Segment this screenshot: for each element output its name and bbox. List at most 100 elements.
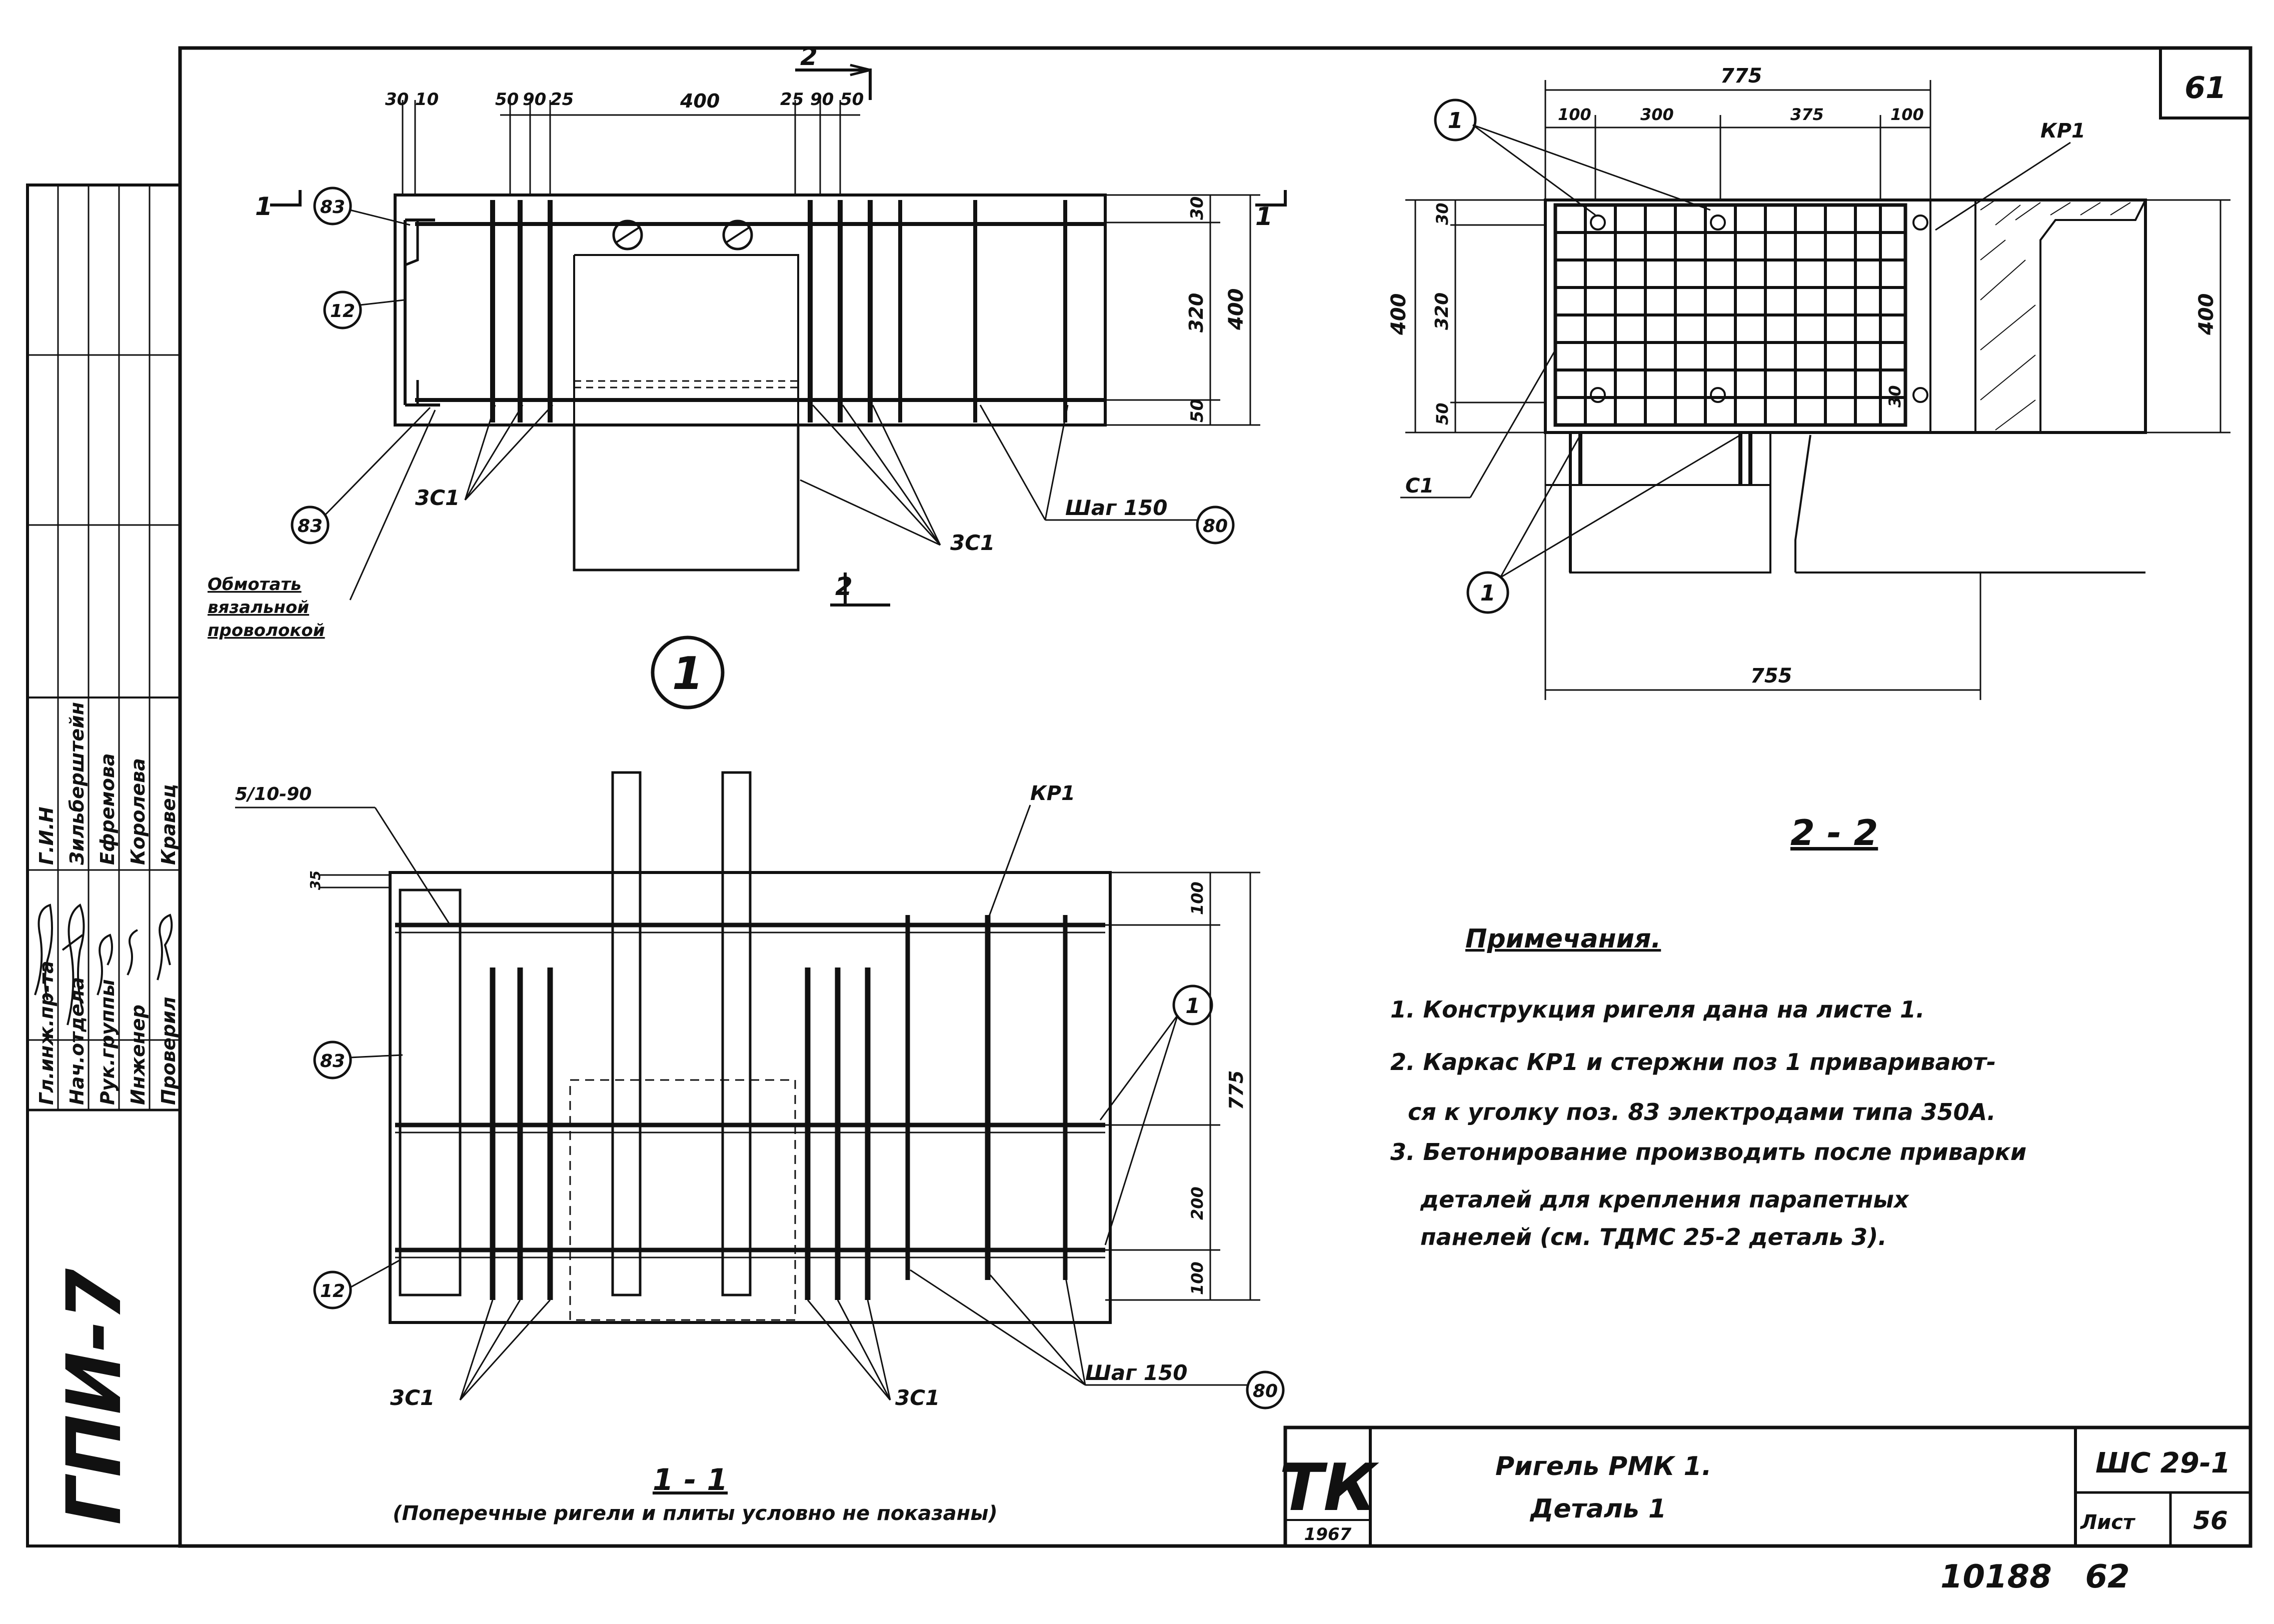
notes-heading: Примечания.	[1465, 924, 1661, 954]
dim-right-30: 30	[1187, 196, 1207, 220]
dim-top-right-a: 25	[780, 90, 804, 110]
dim-top-mid-c: 25	[550, 90, 574, 110]
tk-logo: ТК	[1279, 1450, 1380, 1526]
note-2-cont: ся к уголку поз. 83 электродами типа 350…	[1408, 1098, 1996, 1126]
dim-top-100-right: 100	[1890, 105, 1924, 124]
sheet-label: Лист	[2080, 1511, 2136, 1534]
label-3c1-top-right: 3С1	[950, 530, 995, 555]
dim-left-320: 320	[1432, 292, 1452, 330]
dim-top-left-a: 30	[385, 90, 409, 110]
dim-top-100-left: 100	[1558, 105, 1591, 124]
dim-center-400: 400	[680, 90, 720, 112]
note-line-1: Обмотать	[208, 574, 302, 594]
signature-4	[127, 929, 138, 976]
callout-80-top: 80	[1203, 516, 1228, 536]
section-1-left: 1	[255, 192, 273, 221]
title-year: 1967	[1304, 1524, 1352, 1544]
dim-top-left-b: 10	[415, 90, 439, 110]
stamp-person-3: Ефремова	[97, 754, 119, 866]
signature-2	[62, 903, 85, 1026]
dim-top-375: 375	[1790, 105, 1824, 124]
series-code: ШС 29-1	[2095, 1447, 2230, 1480]
label-kp1-22: КР1	[2040, 120, 2085, 142]
note-line-3: проволокой	[208, 620, 325, 640]
note-1: 1. Конструкция ригеля дана на листе 1.	[1390, 996, 1924, 1023]
note-3-cont-1: деталей для крепления парапетных	[1420, 1186, 1909, 1213]
stamp-person-4: Королева	[127, 758, 149, 865]
callout-1-22-bottom: 1	[1480, 580, 1496, 606]
title-line-2: Деталь 1	[1529, 1494, 1666, 1524]
callout-1-22-top: 1	[1448, 108, 1463, 134]
stamp-role-1: Гл.инж.пр-та	[36, 960, 58, 1105]
stamp-role-2: Нач.отдела	[66, 977, 88, 1105]
label-c1: С1	[1405, 474, 1434, 498]
callout-12: 12	[330, 301, 355, 322]
note-3-cont-2: панелей (см. ТДМС 25-2 деталь 3).	[1420, 1224, 1887, 1250]
stamp-code: ГПИ-7	[51, 1268, 138, 1525]
section-1-1-subtitle: (Поперечные ригели и плиты условно не по…	[393, 1502, 997, 1525]
notes: Примечания. 1. Конструкция ригеля дана н…	[1390, 924, 2026, 1250]
mesh-grid	[1555, 205, 1905, 425]
dim-right-50: 50	[1187, 399, 1207, 422]
label-3c1-11-right: 3С1	[895, 1386, 940, 1410]
label-3c1-top-left: 3С1	[415, 486, 460, 510]
dim-775-top: 775	[1720, 64, 1762, 88]
dim-11-775: 775	[1225, 1070, 1247, 1110]
side-stamp: Гл.инж.пр-та Нач.отдела Рук.группы Инжен…	[26, 184, 182, 1548]
stamp-person-5: Кравец	[158, 784, 180, 865]
dim-top-right-c: 50	[840, 90, 864, 110]
dim-top-mid-a: 50	[495, 90, 519, 110]
dim-5-10-90: 5/10-90	[235, 784, 312, 804]
callout-1-11: 1	[1185, 994, 1200, 1018]
dim-11-100-bottom: 100	[1188, 1262, 1207, 1295]
signature-5	[157, 914, 173, 980]
label-step-11: Шаг 150	[1085, 1360, 1187, 1385]
dim-total-400: 400	[1225, 288, 1248, 331]
stamp-role-4: Инженер	[127, 1004, 149, 1105]
section-2-2-title: 2 - 2	[1790, 812, 1878, 854]
title-block: ТК 1967 Ригель РМК 1. Деталь 1 ШС 29-1 Л…	[1279, 1426, 2252, 1548]
sheet-number: 61	[2184, 70, 2226, 106]
sheet-no: 56	[2193, 1506, 2228, 1535]
dim-right-400: 400	[2195, 294, 2218, 336]
signature-1	[34, 904, 53, 1000]
stamp-role-3: Рук.группы	[97, 979, 119, 1105]
callout-83-bottom: 83	[298, 516, 323, 536]
view-top-left: 30 10 50 90 25 400 25 90 50 2 2 1 1 30 3…	[208, 42, 1287, 640]
view-section-1-1: 35 5/10-90 100 200 100 775 КР1 83 12 1 8…	[235, 771, 1285, 1525]
section-1-1-title: 1 - 1	[653, 1462, 728, 1498]
dim-755: 755	[1750, 664, 1792, 688]
signature-3	[97, 934, 113, 996]
view-section-2-2: 775 100 300 375 100 КР1 400 30 320 50 40…	[1387, 64, 2230, 854]
stamp-person-2: Зильберштейн	[66, 702, 88, 866]
label-3c1-11-left: 3С1	[390, 1386, 435, 1410]
detail-marker: 1	[672, 648, 704, 700]
stamp-role-5: Проверил	[158, 996, 180, 1105]
callout-83-11: 83	[320, 1051, 345, 1072]
dim-left-400: 400	[1387, 294, 1410, 336]
section-2-top: 2	[800, 42, 818, 71]
note-2: 2. Каркас КР1 и стержни поз 1 привариваю…	[1390, 1048, 1996, 1076]
bottom-numbers: 10188 62	[1940, 1558, 2130, 1596]
section-1-right: 1	[1255, 202, 1273, 231]
dim-11-100-top: 100	[1188, 882, 1207, 915]
dim-right-320: 320	[1185, 293, 1207, 332]
title-line-1: Ригель РМК 1.	[1495, 1452, 1711, 1482]
dim-top-300: 300	[1640, 105, 1674, 124]
dim-left-50: 50	[1433, 402, 1452, 425]
callout-83-top: 83	[320, 197, 345, 218]
note-3: 3. Бетонирование производить после прива…	[1390, 1138, 2026, 1166]
callout-12-11: 12	[320, 1281, 345, 1302]
label-kp1-11: КР1	[1030, 782, 1075, 805]
detail-marker-circle	[651, 636, 725, 710]
dim-top-right-b: 90	[810, 90, 834, 110]
dim-11-200: 200	[1188, 1186, 1207, 1220]
callout-80-11: 80	[1253, 1381, 1278, 1402]
sheet-number-box	[2159, 46, 2252, 120]
stamp-person-1: Г.И.Н	[36, 806, 58, 865]
dim-top-mid-b: 90	[523, 90, 546, 110]
dim-30: 30	[1885, 385, 1904, 408]
dim-35: 35	[307, 870, 324, 890]
section-2-bottom: 2	[835, 572, 853, 601]
